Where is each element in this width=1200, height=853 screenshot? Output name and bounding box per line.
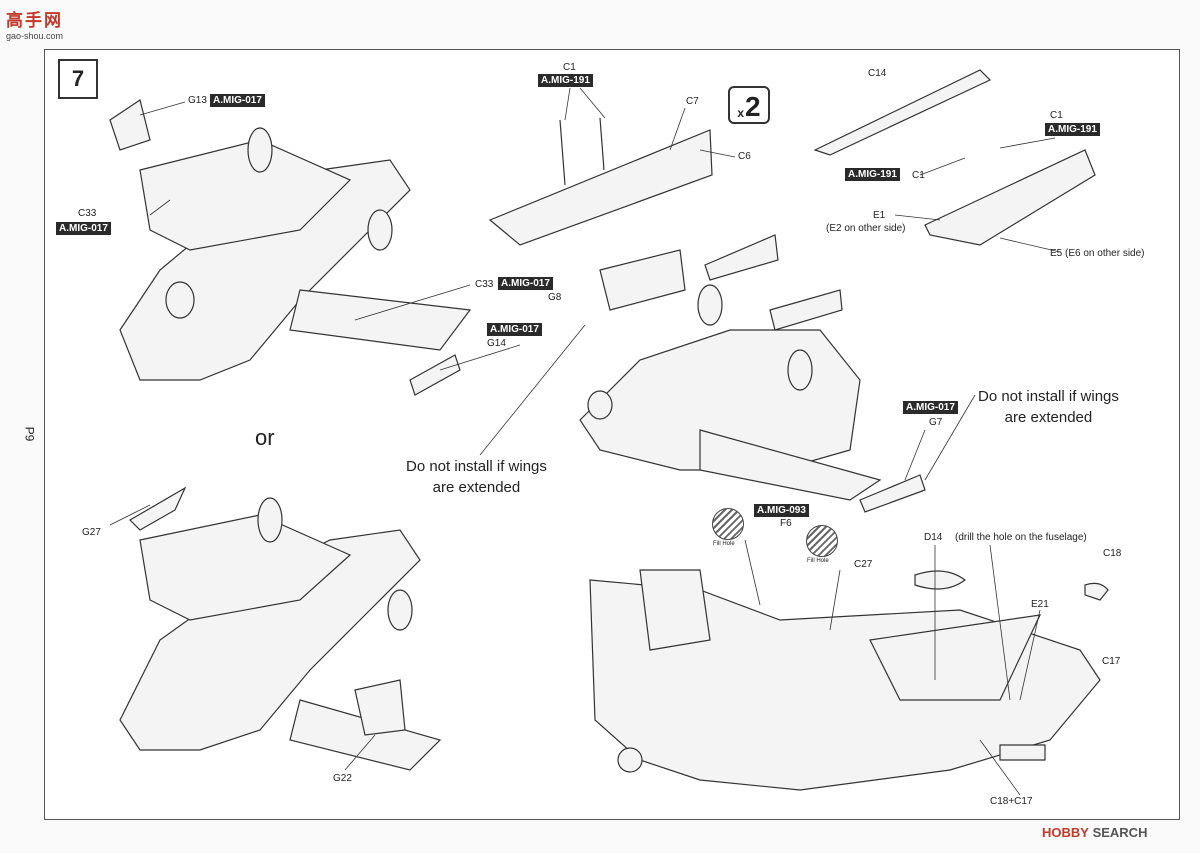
part-label-e5: E5 (E6 on other side) [1050,248,1145,259]
part-label-g27: G27 [82,527,101,538]
part-label-c18-c17: C18+C17 [990,796,1033,807]
paint-tag-g13: A.MIG-017 [210,94,265,107]
paint-tag-g14: A.MIG-017 [487,323,542,336]
part-label-c14: C14 [868,68,887,79]
part-label-g7: G7 [929,417,943,428]
fill-hole-icon [712,508,744,540]
part-label-c6: C6 [738,151,751,162]
paint-tag-f6: A.MIG-093 [754,504,809,517]
fill-hole-label: Fill Hole [807,558,829,564]
part-label-c27: C27 [854,559,873,570]
part-label-c18: C18 [1103,548,1122,559]
paint-tag-c1-top: A.MIG-191 [538,74,593,87]
aircraft-drawing-bottom-left [119,486,442,771]
part-label-c7: C7 [686,96,699,107]
paint-tag-c1-mid: A.MIG-191 [845,168,900,181]
part-label-g8: G8 [548,292,562,303]
step-number: 7 [58,59,98,99]
paint-tag-g7: A.MIG-017 [903,401,958,414]
part-label-e21: E21 [1031,599,1049,610]
part-label-e1: E1 [873,210,886,221]
part-label-e1-note: (E2 on other side) [826,223,906,234]
part-label-c1-top: C1 [563,62,576,73]
leader-lines [109,87,1061,796]
part-label-c1-right: C1 [1050,110,1063,121]
part-label-c17: C17 [1102,656,1121,667]
part-label-c1-mid: C1 [912,170,925,181]
fill-hole-icon [806,525,838,557]
part-label-f6: F6 [780,518,792,529]
part-label-c33-centre: C33 [475,279,494,290]
aircraft-drawing-centre [579,234,926,513]
aircraft-drawing-top-left [109,99,472,396]
part-label-d14: D14 [924,532,943,543]
part-label-g14: G14 [487,338,506,349]
gear-door-drawing-top-centre [488,117,713,246]
paint-tag-c33: A.MIG-017 [56,222,111,235]
gear-door-drawing-top-right [813,69,1096,246]
watermark: HOBBY SEARCH [1042,825,1148,840]
part-label-g13: G13 [188,95,207,106]
paint-tag-c33-centre: A.MIG-017 [498,277,553,290]
or-separator: or [255,425,275,450]
aircraft-drawing-bottom-right [589,569,1109,791]
part-label-d14-note: (drill the hole on the fuselage) [955,532,1087,543]
paint-tag-c1-right: A.MIG-191 [1045,123,1100,136]
part-label-c33: C33 [78,208,97,219]
fill-hole-label: Fill Hole [713,541,735,547]
part-label-g22: G22 [333,773,352,784]
